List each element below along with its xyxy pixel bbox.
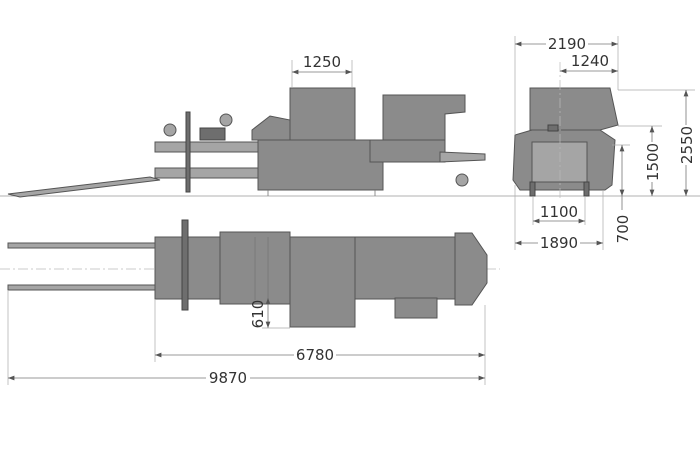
front-view	[512, 62, 619, 200]
top-rail-lower	[7, 284, 159, 291]
upper-rail	[154, 141, 261, 153]
top-gate	[181, 219, 189, 311]
dim-machine-length: 6780	[296, 346, 334, 364]
bale-chamber	[257, 139, 384, 191]
roller-a	[219, 113, 233, 127]
top-motor	[394, 297, 438, 319]
front-opening	[531, 141, 588, 183]
press-body	[369, 139, 446, 163]
motor-housing	[251, 115, 291, 141]
dim-hopper-offset: 1240	[571, 52, 609, 70]
wheel	[455, 173, 469, 187]
top-hopper	[289, 236, 356, 328]
roller-b	[163, 123, 177, 137]
dim-inner-width: 1100	[540, 203, 578, 221]
dim-base-height: 700	[614, 215, 632, 244]
feeder-hopper	[382, 94, 466, 141]
dim-overall-length: 9870	[209, 369, 247, 387]
dim-offset: 610	[249, 300, 267, 329]
top-nose	[454, 232, 488, 306]
top-press	[354, 236, 456, 300]
front-hopper	[529, 87, 619, 131]
dim-chamber-height: 1500	[644, 143, 662, 181]
hopper	[289, 87, 356, 141]
dim-overall-width: 2190	[548, 35, 586, 53]
top-rail-upper	[7, 242, 159, 249]
dim-frame-width: 1890	[540, 234, 578, 252]
press-end	[439, 151, 486, 163]
side-view	[7, 87, 486, 198]
gate-post	[185, 111, 191, 193]
dimensions: 1250 2190 1240 2550 1500 700 1100 1890	[7, 35, 696, 387]
infeed-ramp	[7, 176, 161, 198]
dim-overall-height: 2550	[678, 126, 696, 164]
front-latch	[547, 124, 559, 132]
lower-rail	[154, 167, 261, 179]
dim-hopper-width: 1250	[303, 53, 341, 71]
top-view	[0, 219, 500, 328]
drive-unit	[199, 127, 226, 141]
